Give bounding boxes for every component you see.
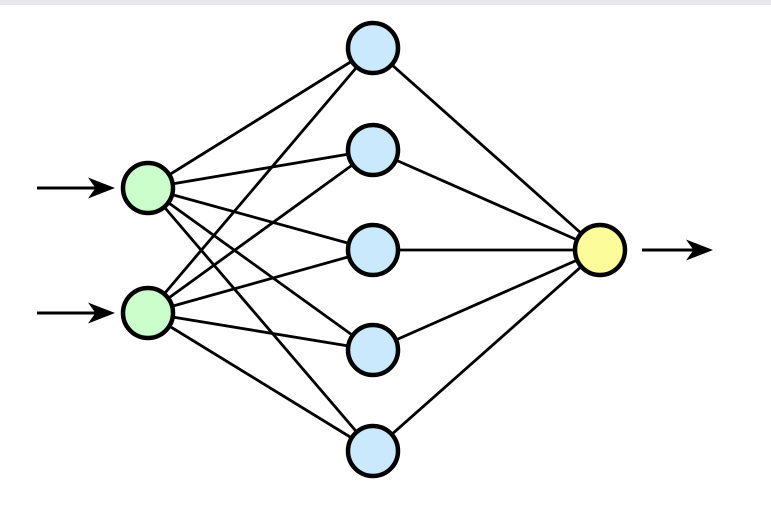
hidden-node-3 [345,222,401,278]
edge-input-2-to-hidden-1 [146,47,375,314]
edge-input-1-to-hidden-1 [147,46,374,190]
hidden-node-4 [345,322,401,378]
edge-hidden-4-to-output-1 [372,248,601,352]
edge-hidden-1-to-output-1 [372,46,601,252]
edge-input-1-to-hidden-4 [147,186,374,352]
edge-input-2-to-hidden-3 [147,248,374,315]
input-arrow-1-head [88,177,115,199]
edge-input-1-to-hidden-5 [146,187,375,452]
output-node-1 [572,222,628,278]
hidden-node-1 [345,20,401,76]
edge-input-2-to-hidden-2 [147,148,374,315]
edge-input-2-to-hidden-5 [147,311,374,453]
edge-hidden-5-to-output-1 [372,248,601,453]
top-border [0,0,771,5]
edge-hidden-2-to-output-1 [372,148,601,252]
hidden-node-5 [345,423,401,479]
hidden-node-2 [345,122,401,178]
input-arrow-2-head [88,302,115,324]
output-arrow-head [686,239,713,261]
input-node-1 [120,160,176,216]
input-node-2 [120,285,176,341]
edge-input-1-to-hidden-3 [147,186,374,252]
edge-input-1-to-hidden-2 [147,148,374,190]
edge-input-2-to-hidden-4 [147,311,374,352]
